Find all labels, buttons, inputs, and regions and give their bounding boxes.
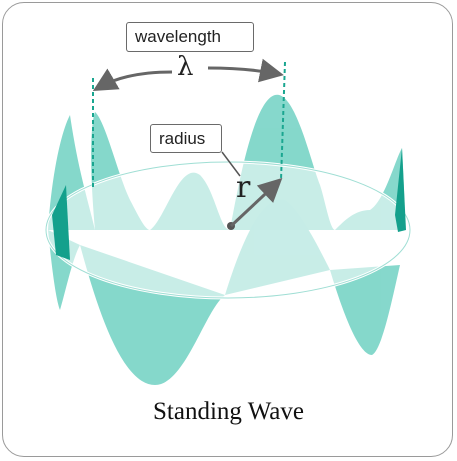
wavelength-arrow-right: [207, 58, 284, 83]
radius-label: radius: [150, 124, 222, 153]
caption: Standing Wave: [153, 398, 304, 425]
wave-edge-right: [395, 148, 406, 232]
ring-ellipse: [44, 160, 412, 300]
ring-outline: [45, 161, 411, 299]
wavelength-marker-right: [280, 61, 286, 181]
radius-arrow: [229, 177, 283, 228]
wavelength-arrow-left: [92, 68, 173, 92]
wavelength-label: wavelength: [126, 22, 254, 52]
r-symbol: r: [236, 170, 251, 205]
radius-leader-line: [221, 151, 241, 177]
wave-edge-left: [52, 185, 70, 260]
lambda-symbol: λ: [177, 52, 194, 82]
